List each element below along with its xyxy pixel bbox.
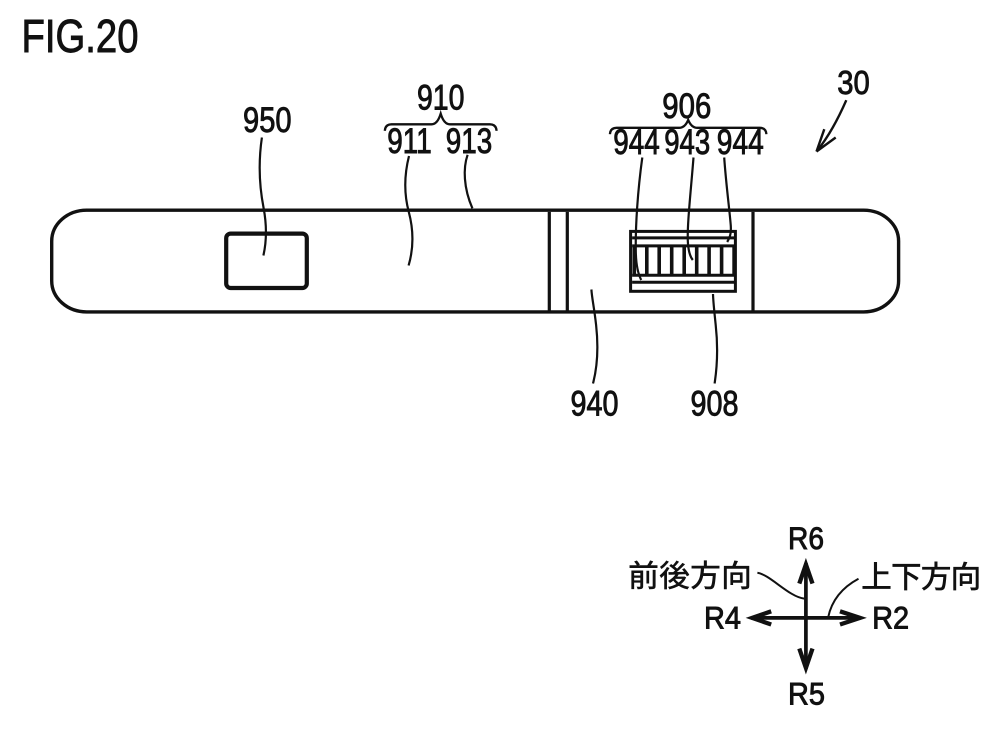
svg-text:944: 944 [717,123,764,162]
svg-text:R4: R4 [704,600,741,636]
svg-text:910: 910 [417,79,465,118]
svg-text:FIG.20: FIG.20 [22,10,139,62]
svg-text:950: 950 [243,101,292,140]
svg-text:913: 913 [446,122,493,161]
svg-text:944: 944 [613,123,660,162]
svg-text:943: 943 [664,123,710,162]
svg-text:R5: R5 [788,676,825,712]
svg-text:R2: R2 [872,600,909,636]
svg-text:906: 906 [662,87,711,126]
svg-text:30: 30 [837,65,870,102]
svg-text:911: 911 [387,122,432,161]
svg-text:908: 908 [691,385,739,424]
svg-text:940: 940 [571,385,619,424]
svg-text:R6: R6 [788,520,824,556]
